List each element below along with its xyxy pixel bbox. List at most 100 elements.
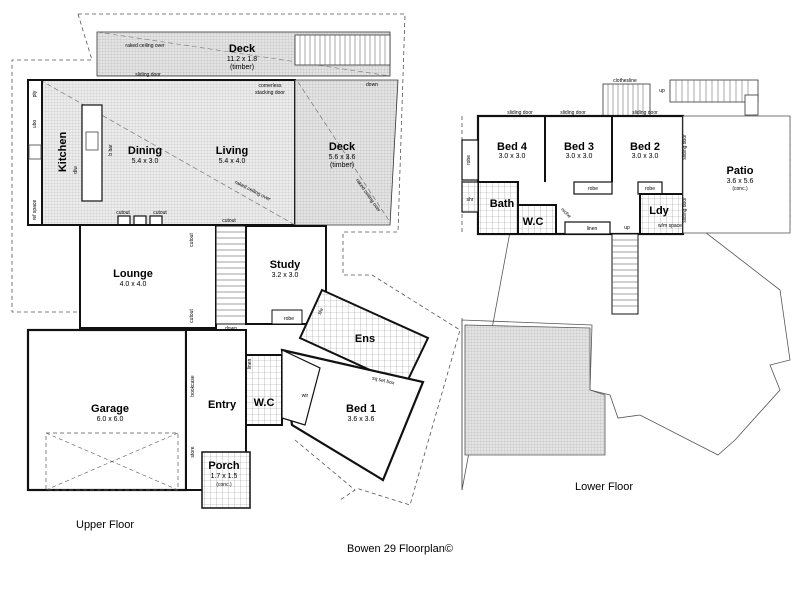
room-name: Study bbox=[270, 259, 301, 271]
cooktop bbox=[28, 144, 42, 160]
room-name: Kitchen bbox=[57, 132, 69, 173]
upper-floor bbox=[11, 13, 461, 509]
room-dimensions: 3.0 x 3.0 bbox=[566, 153, 593, 160]
note-label: wir bbox=[302, 393, 309, 399]
note-label: cutout bbox=[153, 210, 167, 216]
note-label: clothesline bbox=[613, 78, 637, 84]
room-name: Dining bbox=[128, 145, 162, 157]
deck-side-diag bbox=[297, 81, 391, 223]
note-label: up bbox=[659, 88, 665, 94]
room-name: Deck bbox=[329, 141, 356, 153]
note-label: cutout bbox=[189, 233, 195, 247]
note-label: sliding door bbox=[135, 72, 161, 78]
note-label: sliding door bbox=[682, 197, 688, 223]
room-dimensions: 3.0 x 3.0 bbox=[632, 153, 659, 160]
garage-door bbox=[45, 432, 179, 491]
lower-laundry bbox=[639, 193, 684, 235]
note-label: shr bbox=[317, 307, 326, 316]
note-label: ubo bbox=[32, 120, 38, 129]
lower-wc bbox=[517, 204, 557, 235]
note-label: cutout bbox=[116, 210, 130, 216]
plan-title: Bowen 29 Floorplan© bbox=[347, 543, 453, 555]
lower-site-boundary bbox=[461, 231, 791, 491]
note-label: down bbox=[366, 82, 378, 88]
bed4-robe bbox=[461, 139, 479, 181]
note-label: robe bbox=[466, 155, 472, 165]
lower-stair bbox=[611, 233, 639, 315]
upper-boundary-line bbox=[78, 13, 461, 506]
room-name: W.C bbox=[523, 216, 544, 228]
room-name: Entry bbox=[208, 399, 237, 411]
raked-ceiling-diag bbox=[39, 79, 296, 226]
room-name: Living bbox=[216, 145, 248, 157]
room-note: (timber) bbox=[330, 162, 354, 169]
note-label: down bbox=[225, 326, 237, 332]
lower-top-stair bbox=[602, 83, 651, 117]
room-dimensions: 5.4 x 4.0 bbox=[219, 158, 246, 165]
room-dimensions: 6.0 x 6.0 bbox=[97, 416, 124, 423]
note-label: up bbox=[624, 225, 630, 231]
note-label: cutout bbox=[189, 309, 195, 323]
room-name: Ens bbox=[355, 333, 375, 345]
note-label: sliding door bbox=[682, 134, 688, 160]
room-name: W.C bbox=[254, 397, 275, 409]
room-note: (conc.) bbox=[216, 482, 232, 488]
room-name: Bed 4 bbox=[497, 141, 528, 153]
lower-floor-labels: clothesline up up sliding door sliding d… bbox=[466, 78, 754, 232]
note-label: pty bbox=[32, 90, 38, 97]
room-name: Deck bbox=[229, 43, 256, 55]
room-name: Garage bbox=[91, 403, 129, 415]
study-robe bbox=[271, 309, 303, 325]
bed3-robe bbox=[573, 181, 613, 195]
note-label: robe bbox=[284, 316, 294, 322]
note-label: ref space bbox=[32, 200, 38, 221]
room-name: Bath bbox=[490, 198, 515, 210]
note-label: b bar bbox=[108, 144, 114, 156]
lounge-walls bbox=[79, 224, 217, 329]
room-name: Lounge bbox=[113, 268, 153, 280]
porch-area bbox=[201, 451, 251, 509]
room-note: (conc.) bbox=[732, 186, 748, 192]
lower-shr bbox=[461, 181, 479, 213]
bed1-dashed-arc bbox=[294, 439, 356, 501]
note-label: sq set box bbox=[371, 376, 395, 387]
room-name: Bed 2 bbox=[630, 141, 660, 153]
wc-walls bbox=[245, 354, 283, 426]
note-label: raked ceiling over bbox=[125, 43, 165, 49]
note-label: sliding door bbox=[560, 110, 586, 116]
room-dimensions: 11.2 x 1.8 bbox=[227, 56, 257, 63]
patio-area bbox=[682, 115, 791, 234]
room-dimensions: 3.2 x 3.0 bbox=[272, 272, 299, 279]
upper-floor-caption: Upper Floor bbox=[76, 519, 135, 531]
room-dimensions: 5.4 x 3.0 bbox=[132, 158, 159, 165]
note-label: cutout bbox=[222, 218, 236, 224]
room-note: (timber) bbox=[230, 64, 254, 71]
room-dimensions: 5.6 x 3.6 bbox=[329, 154, 356, 161]
lower-floor-caption: Lower Floor bbox=[575, 481, 634, 493]
deck-top-boards bbox=[96, 31, 391, 77]
room-dimensions: 1.7 x 1.5 bbox=[211, 473, 238, 480]
wir-walls bbox=[281, 349, 321, 426]
lower-linen bbox=[564, 221, 611, 235]
study-walls bbox=[245, 225, 327, 325]
room-name: Ldy bbox=[649, 205, 669, 217]
upper-boundary-line-left bbox=[11, 13, 93, 313]
kitchen-sink bbox=[85, 131, 99, 151]
note-label: robe bbox=[645, 186, 655, 192]
note-label: shr bbox=[467, 197, 474, 203]
room-dimensions: 3.0 x 3.0 bbox=[499, 153, 526, 160]
room-dimensions: 3.6 x 3.6 bbox=[348, 416, 375, 423]
note-label: store bbox=[190, 446, 196, 457]
room-name: Bed 3 bbox=[564, 141, 594, 153]
note-label: sliding door bbox=[632, 110, 658, 116]
lower-shaded-lawn bbox=[464, 324, 606, 456]
room-name: Bed 1 bbox=[346, 403, 376, 415]
note-label: sliding door bbox=[507, 110, 533, 116]
stair-down bbox=[215, 225, 247, 325]
room-name: Porch bbox=[208, 460, 239, 472]
lower-floor bbox=[461, 79, 791, 491]
note-label: stacking door bbox=[255, 90, 285, 96]
room-name: Patio bbox=[727, 165, 754, 177]
note-label: bookcase bbox=[190, 375, 196, 397]
